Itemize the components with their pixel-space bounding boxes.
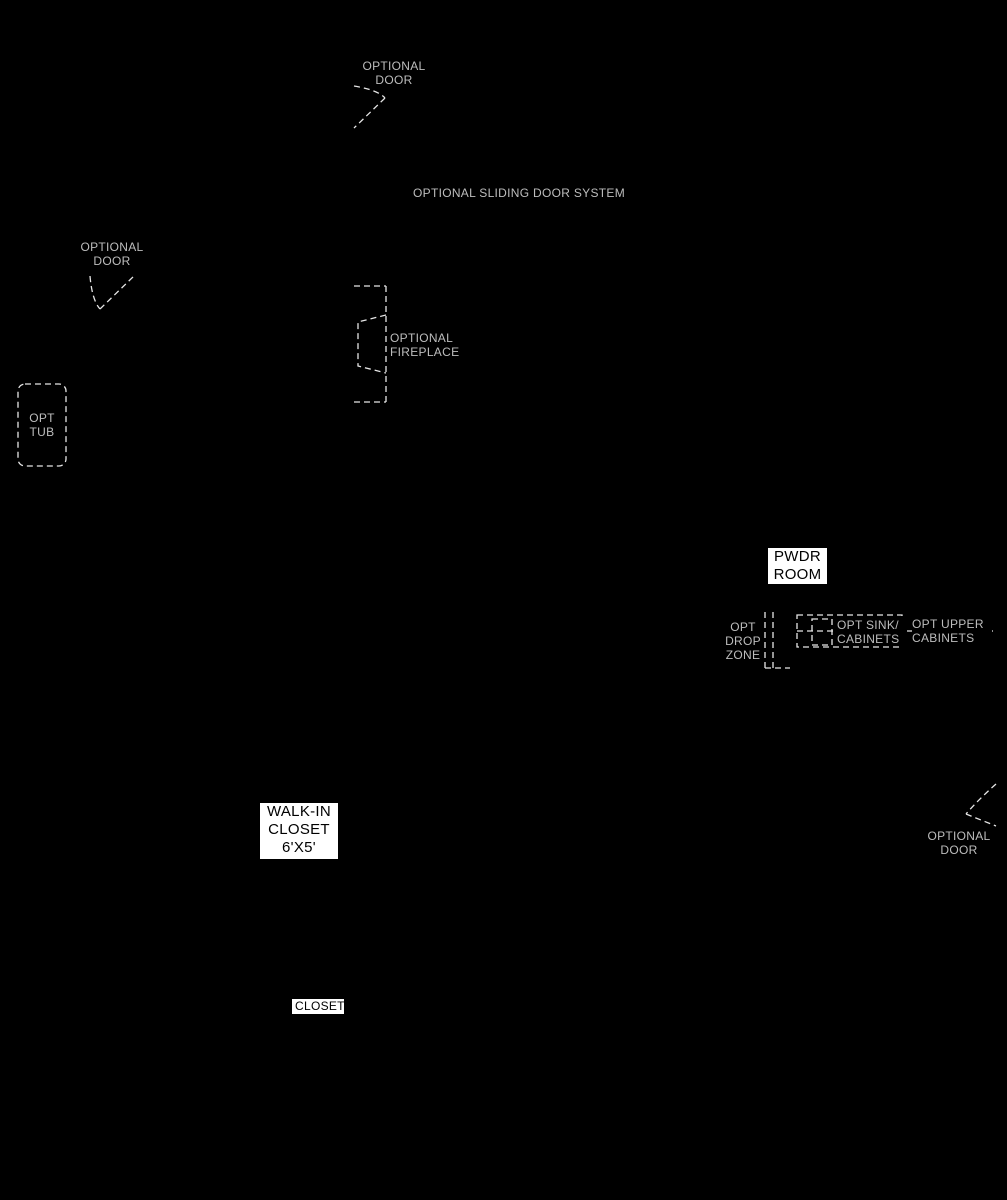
optional-door-left-swing [89, 275, 135, 310]
opt-tub-label: OPT TUB [29, 411, 55, 439]
optional-tub-outline [17, 383, 67, 467]
optional-fireplace-outline [354, 285, 387, 403]
opt-upper-cabinets-label: OPT UPPER CABINETS [912, 617, 992, 645]
walk-in-closet-tag: WALK-IN CLOSET 6'X5' [260, 803, 338, 859]
opt-drop-zone-label: OPT DROP ZONE [725, 620, 761, 662]
pwdr-room-tag: PWDR ROOM [768, 548, 827, 584]
closet-tag: CLOSET [292, 999, 345, 1014]
optional-sliding-door-label: OPTIONAL SLIDING DOOR SYSTEM [413, 186, 625, 200]
optional-door-top-label: OPTIONAL DOOR [362, 59, 426, 87]
opt-sink-cabinets-label: OPT SINK/ CABINETS [837, 618, 907, 646]
optional-door-right-swing [965, 783, 997, 827]
drop-zone-outline [764, 612, 790, 669]
optional-door-right-label: OPTIONAL DOOR [927, 829, 991, 857]
optional-door-left-label: OPTIONAL DOOR [80, 240, 144, 268]
optional-door-top-swing [353, 85, 386, 129]
optional-fireplace-label: OPTIONAL FIREPLACE [390, 331, 460, 359]
